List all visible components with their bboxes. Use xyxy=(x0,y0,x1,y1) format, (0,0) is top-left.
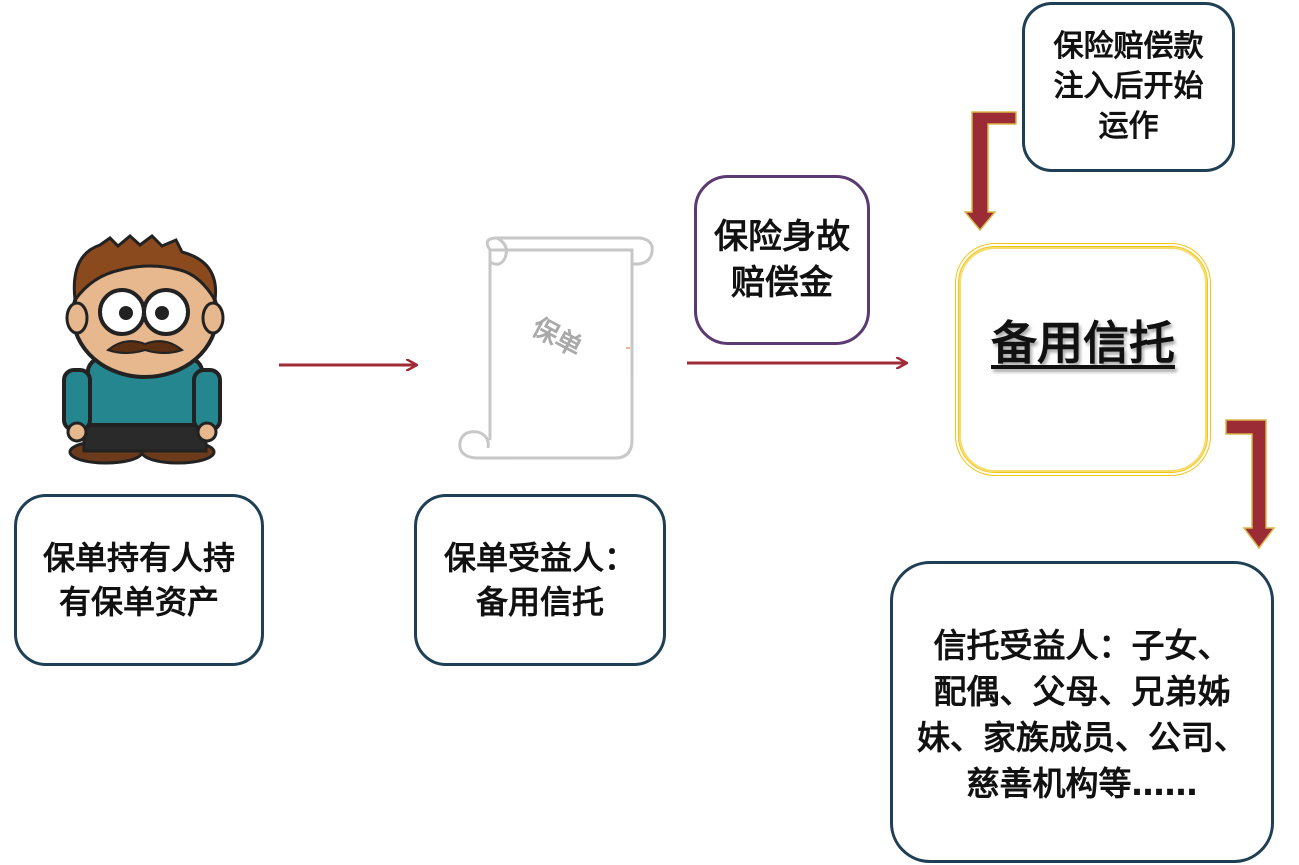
policy-holder-line-2: 有保单资产 xyxy=(58,583,219,621)
policy-beneficiary-line-1: 保单受益人： xyxy=(443,539,636,577)
bent-arrow-trust-to-beneficiaries xyxy=(1225,419,1276,550)
policy-beneficiary-box: 保单受益人： 备用信托 xyxy=(414,494,666,666)
payout-note-line-1: 保险赔偿款 xyxy=(1053,29,1204,64)
bent-arrow-note-to-trust xyxy=(963,111,1017,232)
policy-beneficiary-line-2: 备用信托 xyxy=(475,583,604,621)
trust-beneficiaries-line-3: 妹、家族成员、公司、 xyxy=(917,718,1247,757)
payout-note-line-2: 注入后开始 xyxy=(1053,69,1204,104)
trust-beneficiaries-line-2: 配偶、父母、兄弟姊 xyxy=(933,672,1231,711)
payout-start-note-box: 保险赔偿款 注入后开始 运作 xyxy=(1022,2,1235,172)
policy-holder-box: 保单持有人持 有保单资产 xyxy=(14,494,264,666)
policy-label: 保单 xyxy=(526,312,587,363)
payout-note-line-3: 运作 xyxy=(1098,109,1159,144)
policy-holder-line-1: 保单持有人持 xyxy=(42,539,235,577)
trust-beneficiaries-line-4: 慈善机构等…… xyxy=(966,764,1198,803)
death-payout-box: 保险身故 赔偿金 xyxy=(694,175,870,345)
person-icon xyxy=(62,234,225,465)
policy-scroll-icon xyxy=(458,236,654,460)
trust-beneficiaries-line-1: 信托受益人：子女、 xyxy=(933,626,1231,665)
death-payout-line-1: 保险身故 xyxy=(714,217,850,257)
standby-trust-title: 备用信托 xyxy=(991,315,1175,370)
standby-trust-box: 备用信托 xyxy=(955,243,1211,476)
death-payout-line-2: 赔偿金 xyxy=(731,263,833,303)
trust-beneficiaries-box: 信托受益人：子女、 配偶、父母、兄弟姊 妹、家族成员、公司、 慈善机构等…… xyxy=(890,561,1274,863)
